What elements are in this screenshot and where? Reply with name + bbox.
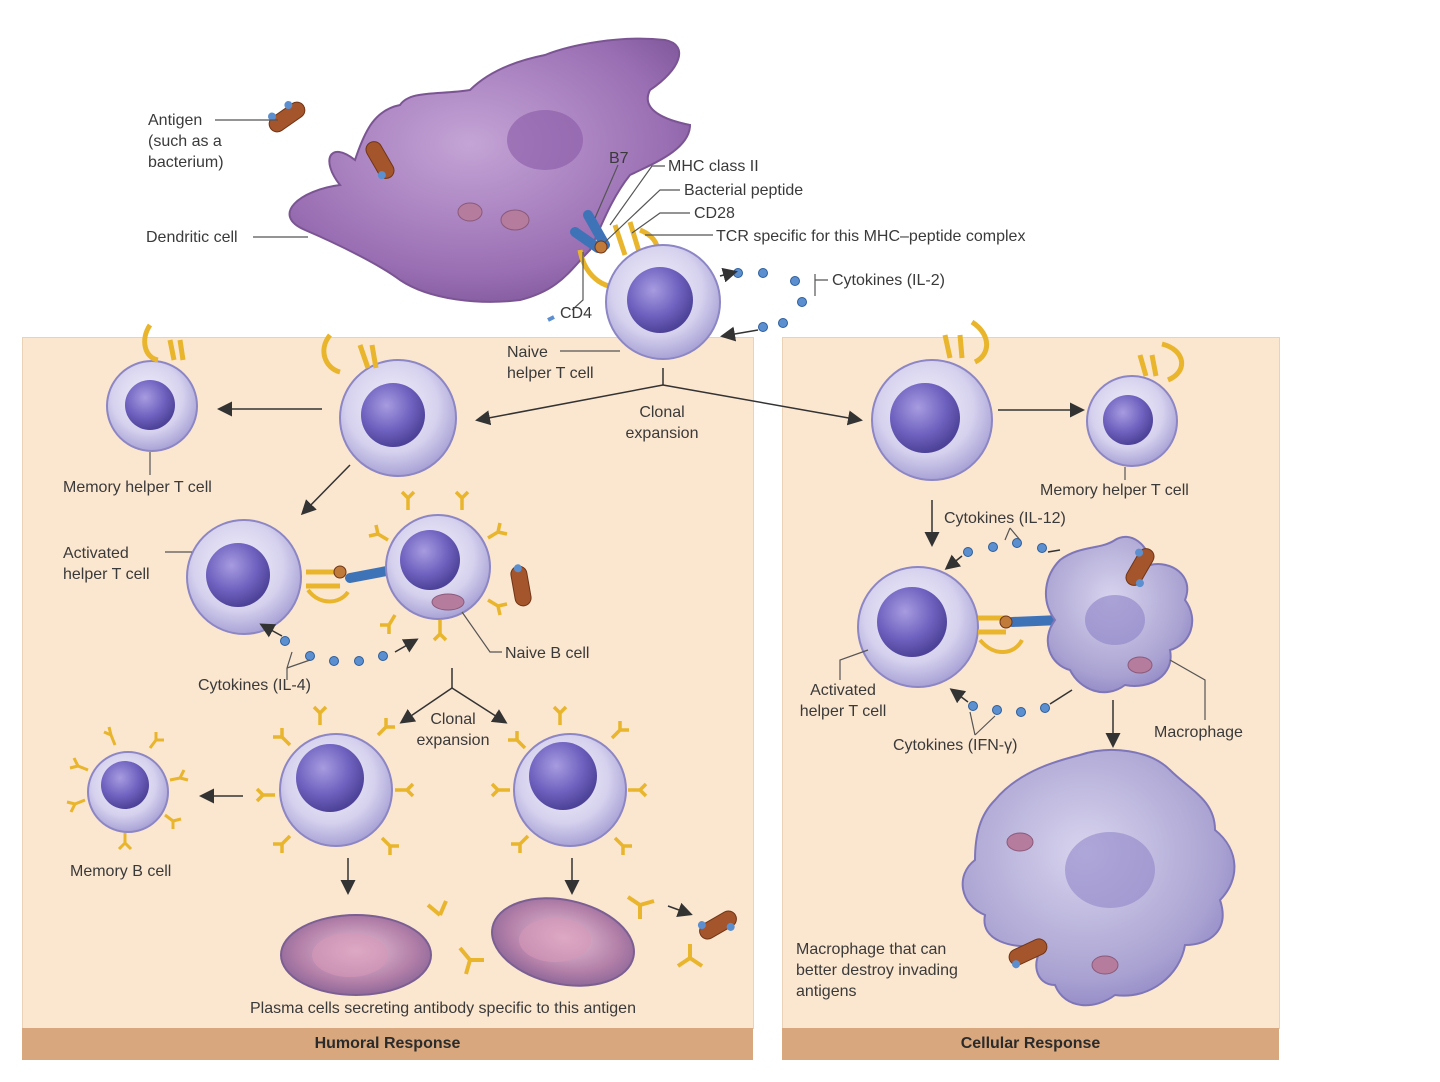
memory-b-cell bbox=[66, 726, 189, 851]
dendritic-cell-shape bbox=[288, 37, 692, 303]
label-naive-b-cell: Naive B cell bbox=[505, 645, 590, 662]
humoral-helper-t-cell bbox=[321, 333, 457, 477]
label-memory-b-cell: Memory B cell bbox=[70, 863, 172, 880]
label-activated-helper-t-right: Activated helper T cell bbox=[799, 682, 887, 720]
bacterium-antibody bbox=[697, 910, 737, 940]
memory-helper-t-right bbox=[1086, 341, 1185, 480]
label-memory-helper-t-left: Memory helper T cell bbox=[63, 479, 212, 496]
activated-helper-t-right bbox=[839, 566, 979, 688]
label-plasma-cells: Plasma cells secreting antibody specific… bbox=[250, 1000, 636, 1017]
bacterium-destroy bbox=[1008, 938, 1048, 969]
label-clonal-expansion-top: Clonal expansion bbox=[625, 404, 699, 442]
bacterium-b-cell bbox=[510, 564, 532, 607]
b-cell-middle-left bbox=[255, 705, 415, 855]
dendritic-nucleus bbox=[507, 110, 583, 170]
label-cd4: CD4 bbox=[560, 305, 593, 322]
label-cytokines-il12: Cytokines (IL-12) bbox=[944, 510, 1066, 527]
label-cytokines-il2: Cytokines (IL-2) bbox=[832, 272, 945, 289]
label-tcr: TCR specific for this MHC–peptide comple… bbox=[716, 228, 1026, 245]
naive-b-cell bbox=[368, 490, 508, 642]
memory-helper-t-left bbox=[106, 323, 198, 475]
label-bacterial-peptide: Bacterial peptide bbox=[684, 182, 804, 199]
label-dendritic-cell: Dendritic cell bbox=[146, 229, 238, 246]
label-macrophage-better: Macrophage that can better destroy invad… bbox=[796, 941, 958, 1000]
label-activated-helper-t-left: Activated helper T cell bbox=[63, 545, 150, 583]
label-mhc-class-ii: MHC class II bbox=[668, 158, 759, 175]
label-antigen: Antigen (such as a bacterium) bbox=[148, 112, 224, 171]
label-cd28: CD28 bbox=[694, 205, 735, 222]
b-cell-middle-right bbox=[490, 705, 648, 855]
label-cytokines-ifn: Cytokines (IFN-γ) bbox=[893, 737, 1018, 754]
label-naive-helper-t: Naive helper T cell bbox=[507, 344, 594, 382]
activated-helper-t-left bbox=[165, 519, 302, 635]
label-macrophage: Macrophage bbox=[1154, 724, 1243, 741]
bacterium-macrophage bbox=[1125, 548, 1155, 588]
label-b7: B7 bbox=[609, 150, 629, 167]
label-clonal-expansion-b: Clonal expansion bbox=[416, 711, 490, 749]
label-memory-helper-t-right: Memory helper T cell bbox=[1040, 482, 1189, 499]
bacterium-top bbox=[268, 101, 306, 133]
bacterium-engulfed bbox=[365, 141, 395, 180]
cellular-response-bar: Cellular Response bbox=[782, 1028, 1279, 1060]
humoral-response-bar: Humoral Response bbox=[22, 1028, 753, 1060]
cellular-helper-t-cell bbox=[871, 319, 993, 481]
label-cytokines-il4: Cytokines (IL-4) bbox=[198, 677, 311, 694]
